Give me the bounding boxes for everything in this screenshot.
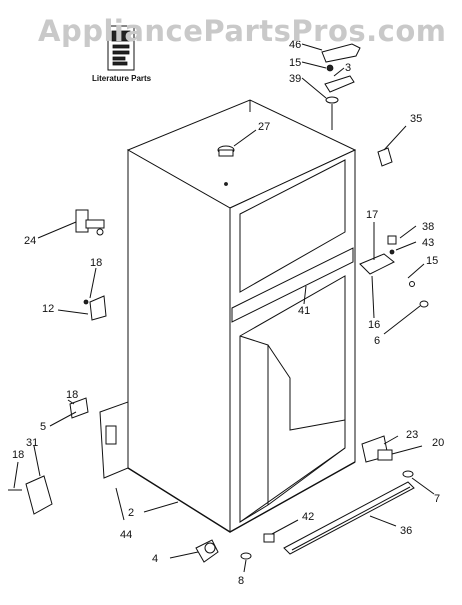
callout-17: 17 [366,209,378,221]
site-watermark: AppliancePartsPros.com [38,14,447,48]
callout-labels: 46 15 3 39 35 27 17 38 43 15 24 18 12 41… [12,39,444,587]
side-panel-part [69,397,129,479]
hinge-cover-part [321,43,361,63]
door-stop-bracket-part [83,295,107,321]
callout-6: 6 [374,335,380,347]
callout-18: 18 [90,257,102,269]
callout-12: 12 [42,303,54,315]
callout-39: 39 [289,73,301,85]
leader-lines [13,43,435,573]
literature-parts-booklet [107,25,135,71]
refrigerator-cabinet [126,99,357,533]
callout-4: 4 [152,553,158,565]
callout-27: 27 [258,121,270,133]
callout-16: 16 [368,319,380,331]
callout-46: 46 [289,39,301,51]
center-hinge-part [359,235,429,308]
callout-35: 35 [410,113,422,125]
callout-31: 31 [26,437,38,449]
callout-41: 41 [298,305,310,317]
callout-15-lower: 15 [426,255,438,267]
door-hinge-part [75,209,105,236]
callout-5: 5 [40,421,46,433]
callout-44: 44 [120,529,132,541]
callout-43: 43 [422,237,434,249]
callout-20: 20 [432,437,444,449]
cabinet-plug-part [217,145,235,186]
callout-3: 3 [345,62,351,74]
callout-8: 8 [238,575,244,587]
callout-15: 15 [289,57,301,69]
callout-7: 7 [434,493,440,505]
callout-38: 38 [422,221,434,233]
grille-clip-part [263,533,275,543]
callout-18-mid: 18 [66,389,78,401]
callout-36: 36 [400,525,412,537]
callout-18-low: 18 [12,449,24,461]
roller-assembly-part [195,539,252,563]
lower-hinge-part [361,435,414,478]
top-hinge-part [324,64,355,130]
callout-42: 42 [302,511,314,523]
toe-grille-part [283,481,415,555]
leg-cover-part [8,475,53,515]
callout-2: 2 [128,507,134,519]
literature-parts-label: Literature Parts [92,74,152,83]
callout-23: 23 [406,429,418,441]
callout-24: 24 [24,235,36,247]
hinge-cap-part [377,147,393,167]
